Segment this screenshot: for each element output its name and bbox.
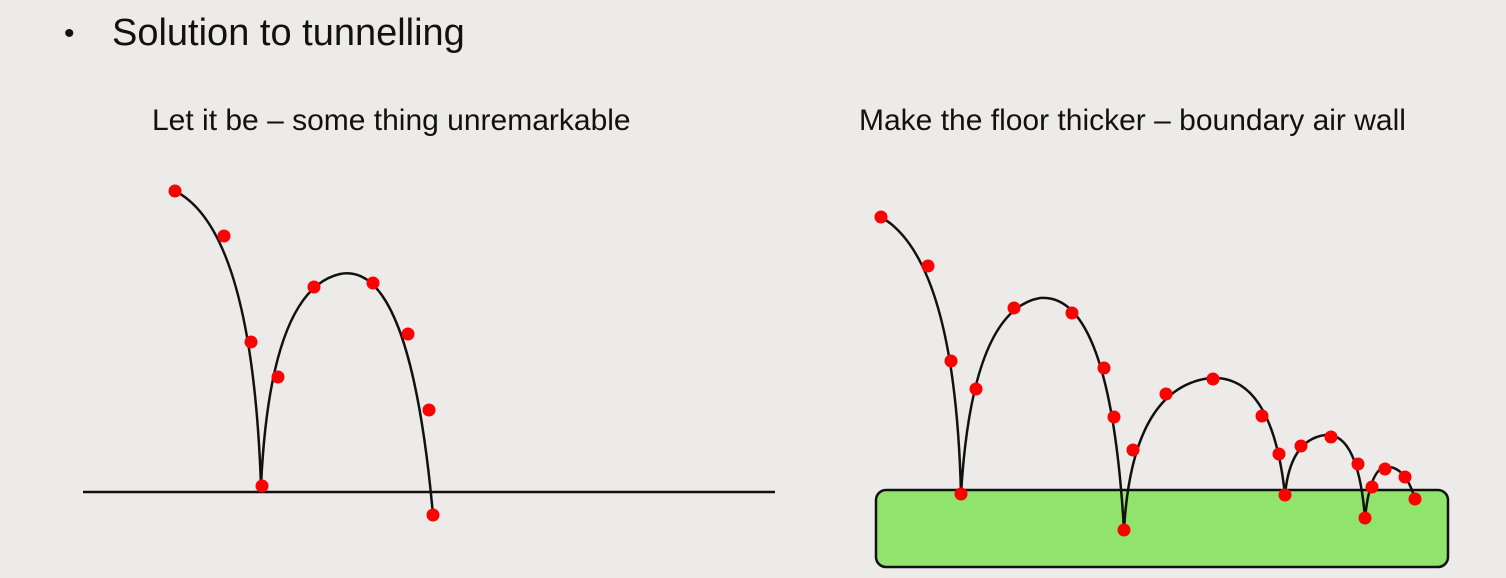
sample-point: [954, 487, 968, 501]
sample-point: [244, 335, 258, 349]
bullet-point-icon: •: [64, 16, 75, 50]
sample-point: [1097, 361, 1111, 375]
sample-point: [426, 508, 440, 522]
sample-point: [969, 382, 983, 396]
sample-point: [1378, 462, 1392, 476]
sample-point: [307, 280, 321, 294]
right-trajectory: [880, 215, 1417, 531]
bullet-heading: • Solution to tunnelling: [64, 12, 465, 55]
left-trajectory: [174, 189, 435, 516]
sample-point: [1324, 430, 1338, 444]
sample-point: [874, 210, 888, 224]
sample-point: [1065, 306, 1079, 320]
sample-point: [1294, 439, 1308, 453]
sample-point: [366, 276, 380, 290]
sample-point: [1159, 387, 1173, 401]
sample-point: [271, 370, 285, 384]
sample-point: [1272, 447, 1286, 461]
sample-point: [255, 479, 269, 493]
sample-point: [921, 259, 935, 273]
sample-point: [1206, 372, 1220, 386]
sample-point: [422, 403, 436, 417]
sample-point: [1358, 511, 1372, 525]
sample-point: [1117, 523, 1131, 537]
right-caption: Make the floor thicker – boundary air wa…: [859, 104, 1406, 137]
sample-point: [1365, 480, 1379, 494]
right-sample-points: [874, 210, 1422, 537]
sample-point: [1408, 492, 1422, 506]
left-caption: Let it be – some thing unremarkable: [152, 104, 631, 137]
sample-point: [168, 184, 182, 198]
thick-floor: [874, 488, 1450, 569]
bullet-text: Solution to tunnelling: [112, 12, 465, 54]
sample-point: [401, 327, 415, 341]
sample-point: [1126, 443, 1140, 457]
sample-point: [1007, 301, 1021, 315]
sample-point: [1255, 409, 1269, 423]
sample-point: [944, 354, 958, 368]
sample-point: [217, 229, 231, 243]
sample-point: [1107, 410, 1121, 424]
sample-point: [1278, 488, 1292, 502]
sample-point: [1398, 470, 1412, 484]
sample-point: [1351, 457, 1365, 471]
left-sample-points: [168, 184, 440, 522]
